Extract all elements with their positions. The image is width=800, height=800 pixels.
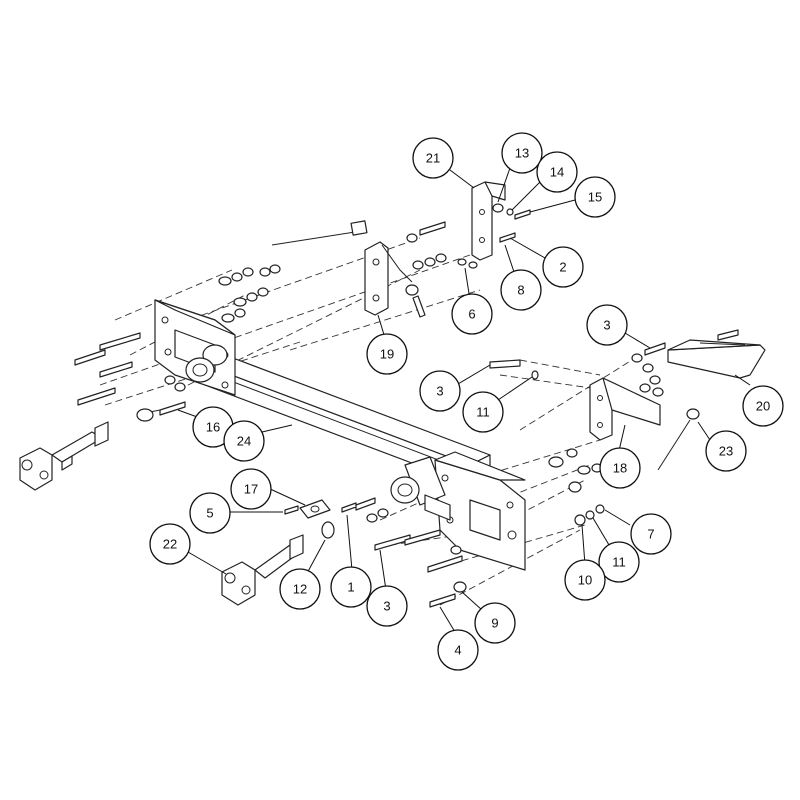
left-mount-plate	[154, 299, 236, 396]
callout-22: 22	[149, 523, 191, 565]
svg-text:5: 5	[206, 506, 213, 521]
callouts: 21 13 14 15 2 8 6 19 3 20 3 11 16 24 18 …	[149, 132, 784, 671]
hardware	[74, 203, 739, 608]
svg-text:20: 20	[756, 399, 770, 414]
callout-24: 24	[223, 420, 265, 462]
callout-11-center: 11	[462, 391, 504, 433]
svg-text:10: 10	[578, 573, 592, 588]
svg-text:24: 24	[237, 434, 251, 449]
svg-text:17: 17	[244, 482, 258, 497]
safety-cable-top	[271, 220, 368, 246]
callout-20: 20	[742, 385, 784, 427]
svg-text:6: 6	[468, 307, 475, 322]
callout-14: 14	[536, 151, 578, 193]
callout-16: 16	[192, 406, 234, 448]
svg-text:22: 22	[163, 537, 177, 552]
callout-3-bottom: 3	[366, 585, 408, 627]
svg-text:3: 3	[603, 318, 610, 333]
callout-5: 5	[189, 492, 231, 534]
right-mount-plate	[390, 451, 526, 571]
callout-18: 18	[599, 447, 641, 489]
svg-text:3: 3	[383, 599, 390, 614]
svg-text:8: 8	[517, 283, 524, 298]
callout-15: 15	[574, 176, 616, 218]
callout-2: 2	[542, 246, 584, 288]
callout-17: 17	[230, 468, 272, 510]
callout-13: 13	[501, 132, 543, 174]
svg-text:11: 11	[612, 555, 626, 570]
bracket-18	[589, 377, 661, 441]
callout-10: 10	[564, 559, 606, 601]
callout-11-bottom: 11	[598, 541, 640, 583]
callout-12: 12	[279, 568, 321, 610]
callout-1: 1	[330, 566, 372, 608]
callout-9: 9	[474, 602, 516, 644]
callout-19: 19	[366, 333, 408, 375]
svg-text:18: 18	[613, 461, 627, 476]
callout-23: 23	[705, 430, 747, 472]
svg-text:1: 1	[347, 580, 354, 595]
svg-text:19: 19	[380, 347, 394, 362]
callout-4: 4	[437, 629, 479, 671]
callout-3-top-right: 3	[586, 304, 628, 346]
svg-text:13: 13	[515, 146, 529, 161]
callout-6: 6	[451, 293, 493, 335]
svg-text:4: 4	[454, 643, 461, 658]
svg-text:11: 11	[476, 405, 490, 420]
svg-text:14: 14	[550, 165, 564, 180]
svg-text:9: 9	[491, 616, 498, 631]
svg-text:21: 21	[426, 151, 440, 166]
callout-8: 8	[500, 269, 542, 311]
callout-3-center: 3	[419, 370, 461, 412]
svg-text:23: 23	[719, 444, 733, 459]
svg-text:2: 2	[559, 260, 566, 275]
bracket-19	[364, 241, 413, 316]
bracket-21	[471, 181, 506, 261]
svg-text:16: 16	[206, 420, 220, 435]
plate-17	[299, 499, 331, 519]
leader-lines	[177, 167, 751, 633]
bracket-20	[667, 339, 766, 379]
svg-text:3: 3	[436, 384, 443, 399]
tow-bracket-left	[19, 421, 109, 491]
tow-bracket-22	[221, 534, 304, 606]
callout-21: 21	[412, 137, 454, 179]
safety-cable-right	[657, 408, 700, 471]
svg-text:15: 15	[588, 190, 602, 205]
svg-text:12: 12	[293, 582, 307, 597]
callout-7: 7	[630, 513, 672, 555]
svg-text:7: 7	[647, 527, 654, 542]
